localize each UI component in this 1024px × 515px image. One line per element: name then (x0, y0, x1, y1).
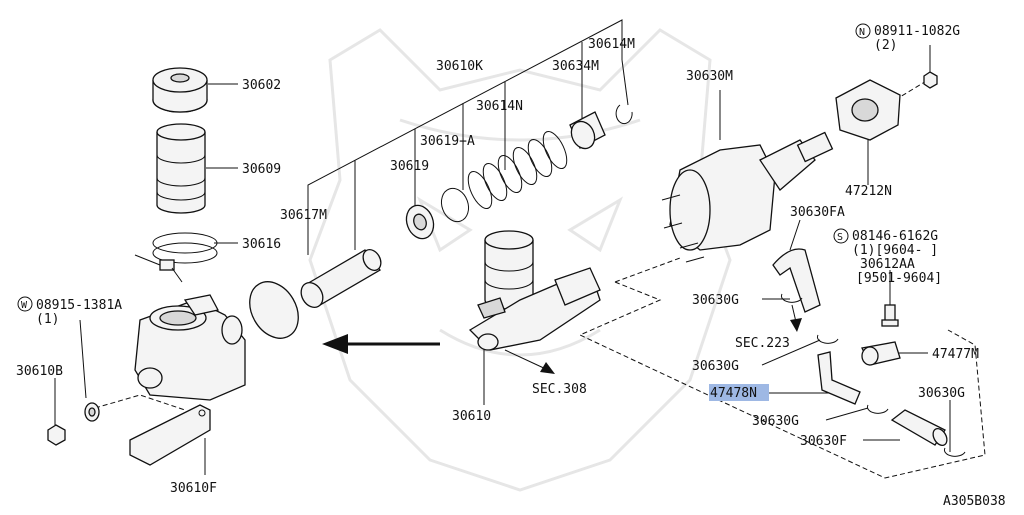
piston-assembly (300, 249, 382, 308)
nut-08911 (923, 71, 938, 89)
label-30630G-1: 30630G (692, 293, 739, 308)
label-30630M: 30630M (686, 69, 733, 84)
label-30619A: 30619+A (420, 134, 475, 149)
hose-30630F (890, 409, 948, 447)
bolt-08146 (881, 304, 899, 327)
label-30602: 30602 (242, 78, 281, 93)
diaphragm-30617M (249, 281, 299, 339)
label-30610K: 30610K (436, 59, 483, 74)
label-30634M: 30634M (552, 59, 599, 74)
symbol-n-08911: N (855, 23, 871, 39)
symbol-s-08146: S (833, 228, 849, 244)
label-30617M: 30617M (280, 208, 327, 223)
clip-30614M (615, 104, 633, 125)
spring-30614N (467, 130, 568, 210)
direction-arrow (322, 334, 440, 354)
snap-ring-30619A (440, 187, 470, 223)
dashed-lines (94, 79, 986, 479)
label-30630G-3: 30630G (752, 414, 799, 429)
label-sec223: SEC.223 (735, 336, 790, 351)
label-9501-9604: [9501-9604] (856, 271, 942, 286)
symbol-w: W (21, 300, 28, 311)
label-30619: 30619 (390, 159, 429, 174)
clamps-30630G (780, 293, 966, 457)
label-sec308: SEC.308 (532, 382, 587, 397)
label-30610: 30610 (452, 409, 491, 424)
label-30614N: 30614N (476, 99, 523, 114)
reservoir-30609 (156, 123, 206, 214)
label-30610B: 30610B (16, 364, 63, 379)
symbol-n: N (859, 27, 865, 38)
master-cylinder-30610 (468, 230, 601, 351)
label-08146-qty: (1)[9604- ] (852, 243, 938, 258)
label-47212N: 47212N (845, 184, 892, 199)
brake-booster-30630M (661, 131, 834, 263)
label-47477M: 47477M (932, 347, 979, 362)
boot-30602 (152, 67, 208, 113)
sec223-arrow (790, 304, 802, 332)
label-08146: 08146-6162G (852, 229, 938, 244)
label-30612AA: 30612AA (860, 257, 915, 272)
hose-30630FA (772, 248, 821, 313)
part-labels: 30602 30609 30616 30617M 30619 30619+A 3… (16, 24, 1006, 509)
label-30610F: 30610F (170, 481, 217, 496)
band-30616 (134, 232, 218, 283)
washer-30619 (405, 204, 435, 240)
gasket-47212N (835, 79, 901, 141)
cap-30634M (569, 111, 606, 150)
highlight-47478N (709, 384, 769, 401)
label-30614M: 30614M (588, 37, 635, 52)
label-30630G-2: 30630G (692, 359, 739, 374)
label-30609: 30609 (242, 162, 281, 177)
label-30630F: 30630F (800, 434, 847, 449)
label-diagram-ref: A305B038 (943, 494, 1006, 509)
nut-and-washer (47, 402, 100, 446)
elbow-47478N (817, 351, 861, 405)
bracket-47477M (861, 341, 901, 366)
label-08915: 08915-1381A (36, 298, 122, 313)
label-30616: 30616 (242, 237, 281, 252)
sec308-arrow (504, 349, 555, 374)
leader-lines (54, 19, 951, 475)
symbol-s: S (837, 232, 843, 243)
label-08911-qty: (2) (874, 38, 897, 53)
symbol-w-08915: W (17, 296, 33, 312)
label-30630G-4: 30630G (918, 386, 965, 401)
label-30630FA: 30630FA (790, 205, 845, 220)
label-47478N: 47478N (710, 386, 757, 401)
cylinder-body-left (129, 294, 246, 466)
label-08915-qty: (1) (36, 312, 59, 327)
label-08911: 08911-1082G (874, 24, 960, 39)
